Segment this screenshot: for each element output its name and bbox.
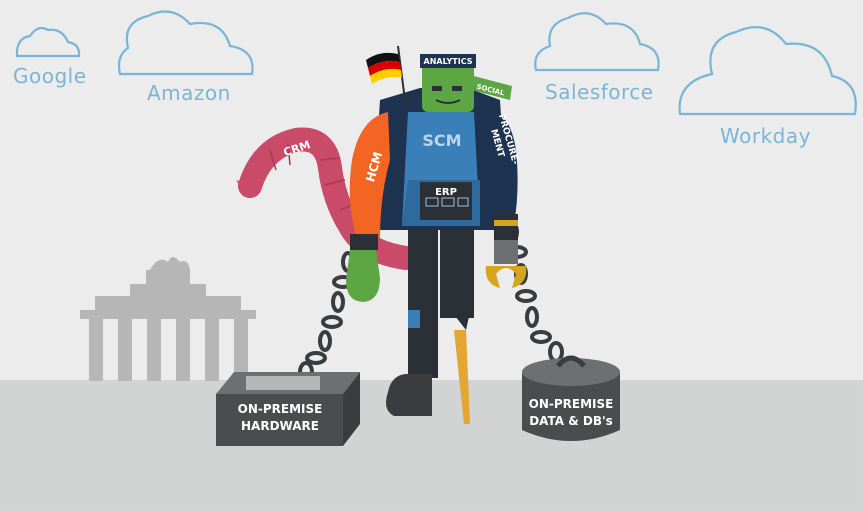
robot-torso	[372, 88, 508, 230]
data-label-1: ON-PREMISE	[529, 397, 614, 411]
cloud-amazon-icon	[117, 10, 254, 76]
cloud-workday-icon	[678, 26, 857, 116]
cloud-label-workday: Workday	[720, 124, 811, 148]
cloud-google-icon	[15, 26, 81, 58]
cloud-salesforce-icon	[534, 12, 660, 72]
cloud-label-salesforce: Salesforce	[545, 80, 654, 104]
scm-label: SCM	[422, 131, 461, 150]
cloud-label-google: Google	[13, 64, 87, 88]
procurement-arm	[478, 102, 527, 288]
data-weight-cylinder	[522, 355, 620, 441]
hardware-label-2: HARDWARE	[241, 419, 319, 433]
brandenburg-gate-icon	[80, 257, 256, 381]
hardware-weight-box	[216, 372, 360, 446]
robot-legs	[386, 228, 474, 424]
analytics-label: ANALYTICS	[424, 57, 473, 66]
cloud-label-amazon: Amazon	[147, 81, 231, 105]
left-chain	[298, 251, 355, 383]
hcm-arm	[346, 112, 390, 302]
data-label-2: DATA & DB's	[529, 414, 613, 428]
robot-head	[420, 54, 512, 112]
hardware-label-1: ON-PREMISE	[238, 402, 323, 416]
germany-flag-icon	[366, 45, 407, 109]
erp-label: ERP	[435, 187, 457, 198]
